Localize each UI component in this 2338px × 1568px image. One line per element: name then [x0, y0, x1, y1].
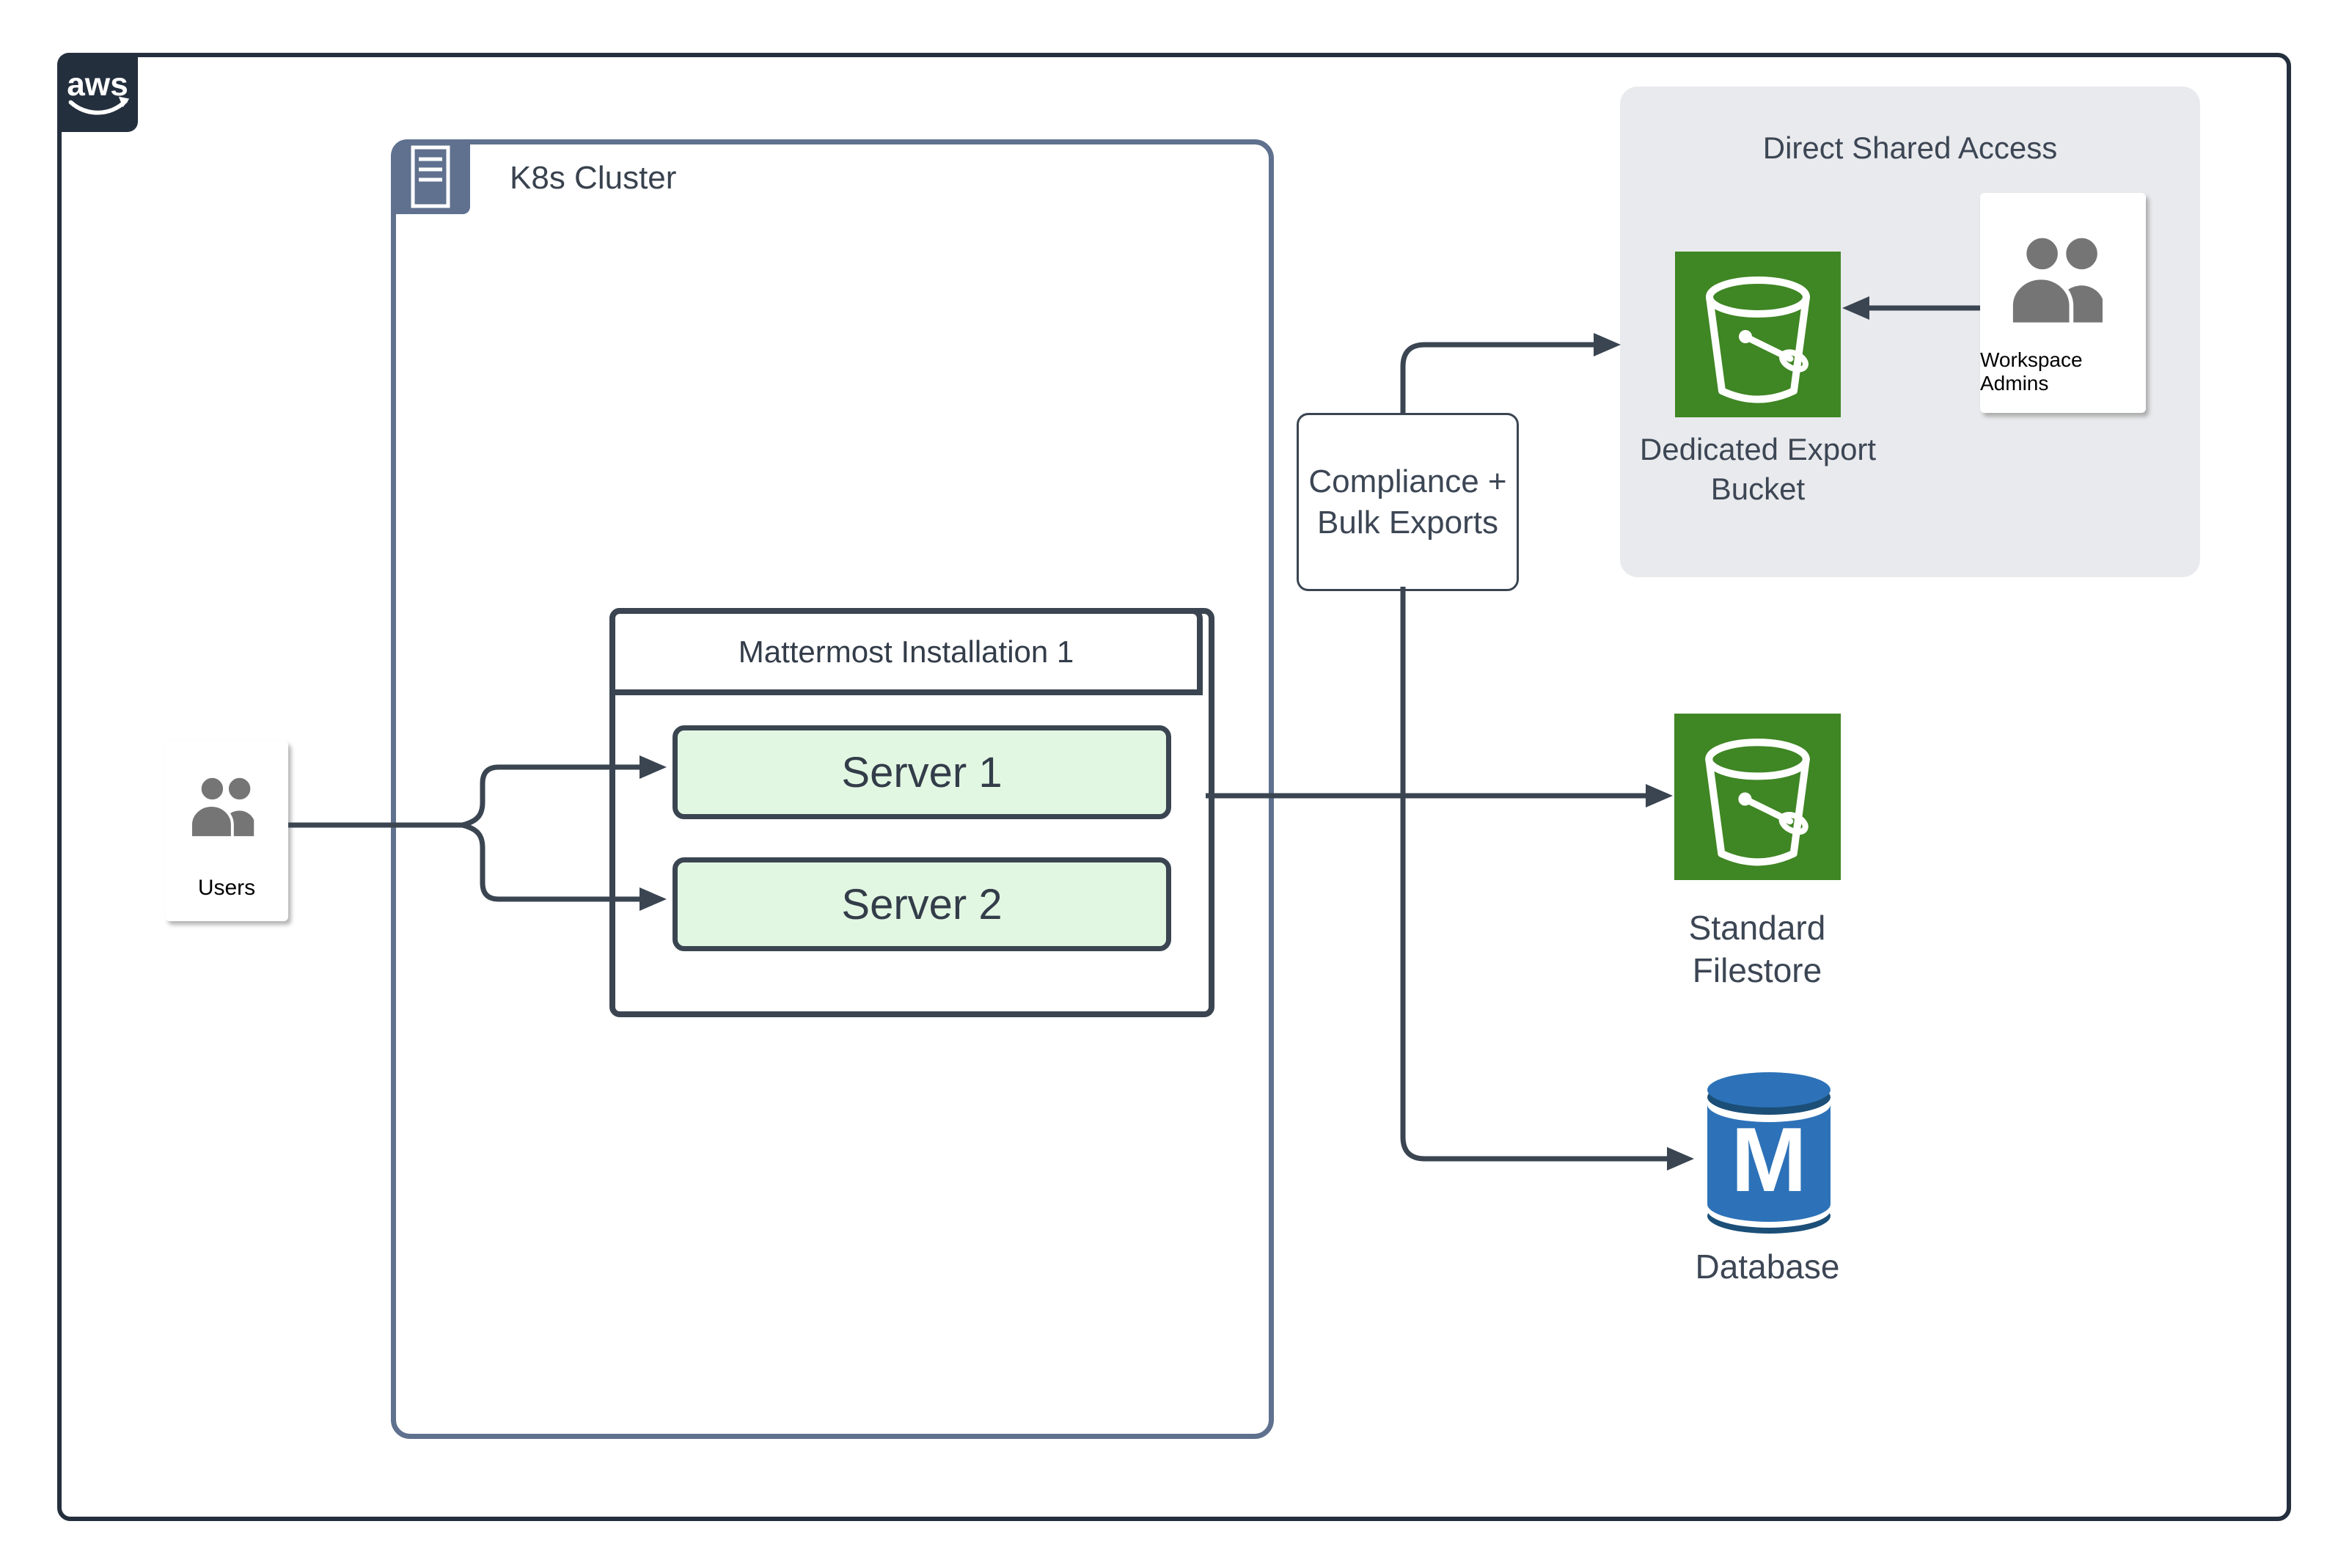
workspace-admins-icon	[2009, 233, 2107, 327]
workspace-admins-label: Workspace Admins	[1980, 348, 2083, 395]
database-cylinder-icon: M	[1707, 1072, 1831, 1234]
dedicated-export-bucket-label: Dedicated Export Bucket	[1639, 432, 1877, 506]
standard-filestore-label: Standard Filestore	[1688, 909, 1826, 989]
s3-bucket-icon	[1705, 739, 1810, 866]
database-label: Database	[1695, 1248, 1840, 1286]
compliance-bulk-exports-node: Compliance + Bulk Exports	[1297, 413, 1519, 591]
aws-logo-badge: aws	[57, 53, 138, 132]
aws-cloud-frame	[57, 53, 2291, 1521]
aws-logo-text: aws	[67, 67, 128, 103]
direct-shared-access-title: Direct Shared Access	[1762, 131, 2058, 165]
mattermost-installation-title: Mattermost Installation 1	[609, 608, 1203, 695]
standard-filestore-icon	[1674, 714, 1841, 880]
users-label: Users	[197, 876, 256, 900]
server-2-node: Server 2	[673, 857, 1171, 951]
dedicated-export-bucket-icon	[1675, 252, 1841, 417]
k8s-cluster-label: K8s Cluster	[510, 160, 677, 196]
k8s-cluster-box	[391, 139, 1274, 1439]
database-monogram: M	[1731, 1110, 1806, 1211]
users-icon	[189, 774, 257, 840]
s3-bucket-icon	[1706, 276, 1810, 403]
database-icon: M	[1705, 1071, 1833, 1237]
server-1-node: Server 1	[673, 725, 1171, 819]
aws-logo-icon: aws	[67, 67, 130, 115]
workspace-admins-node: Workspace Admins	[1980, 193, 2146, 413]
server-rack-icon	[411, 145, 450, 208]
k8s-cluster-badge	[391, 139, 470, 214]
users-node: Users	[165, 741, 288, 921]
